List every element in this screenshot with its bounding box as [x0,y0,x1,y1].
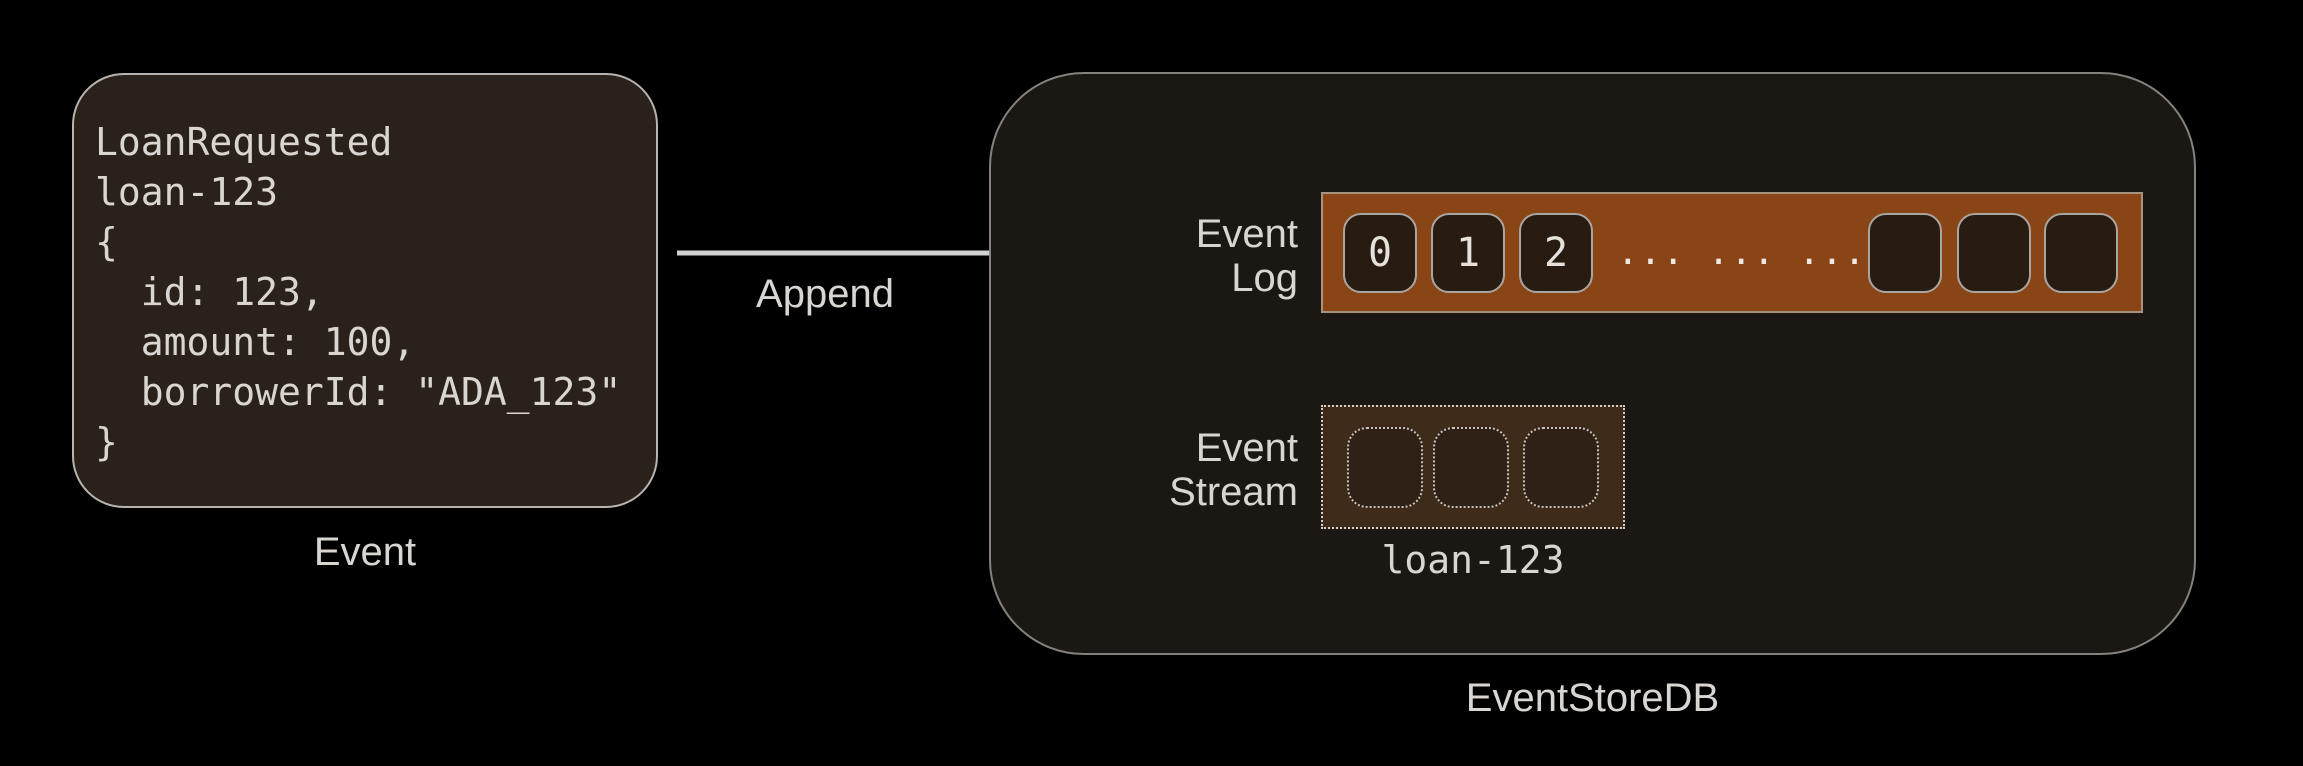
append-label: Append [756,272,894,316]
event-caption: Event [313,530,417,574]
stream-name-label: loan-123 [1381,538,1565,582]
event-log-label-line2: Log [1231,256,1298,300]
log-empty-cell [1868,213,1942,293]
stream-empty-cell [1433,427,1509,508]
event-log-label-line1: Event [1195,212,1298,256]
stream-empty-cell [1523,427,1599,508]
event-log-label: Event Log [1196,212,1298,300]
event-stream-label-line1: Event [1195,426,1298,470]
event-code-box: LoanRequested loan-123 { id: 123, amount… [72,73,658,508]
eventstoredb-caption: EventStoreDB [1465,676,1720,720]
log-empty-cell [1957,213,2031,293]
event-stream-label: Event Stream [1169,426,1298,514]
log-cell-0: 0 [1343,213,1417,293]
event-stream-label-line2: Stream [1169,470,1298,514]
log-cell-2: 2 [1519,213,1593,293]
stream-empty-cell [1347,427,1423,508]
event-log-bar: 0 1 2 ... ... ... [1321,192,2143,313]
log-ellipsis: ... ... ... [1617,232,1867,273]
log-empty-cell [2044,213,2118,293]
eventstoredb-container [989,72,2196,655]
log-cell-1: 1 [1431,213,1505,293]
event-stream-box [1321,405,1625,529]
event-code-text: LoanRequested loan-123 { id: 123, amount… [95,120,622,464]
